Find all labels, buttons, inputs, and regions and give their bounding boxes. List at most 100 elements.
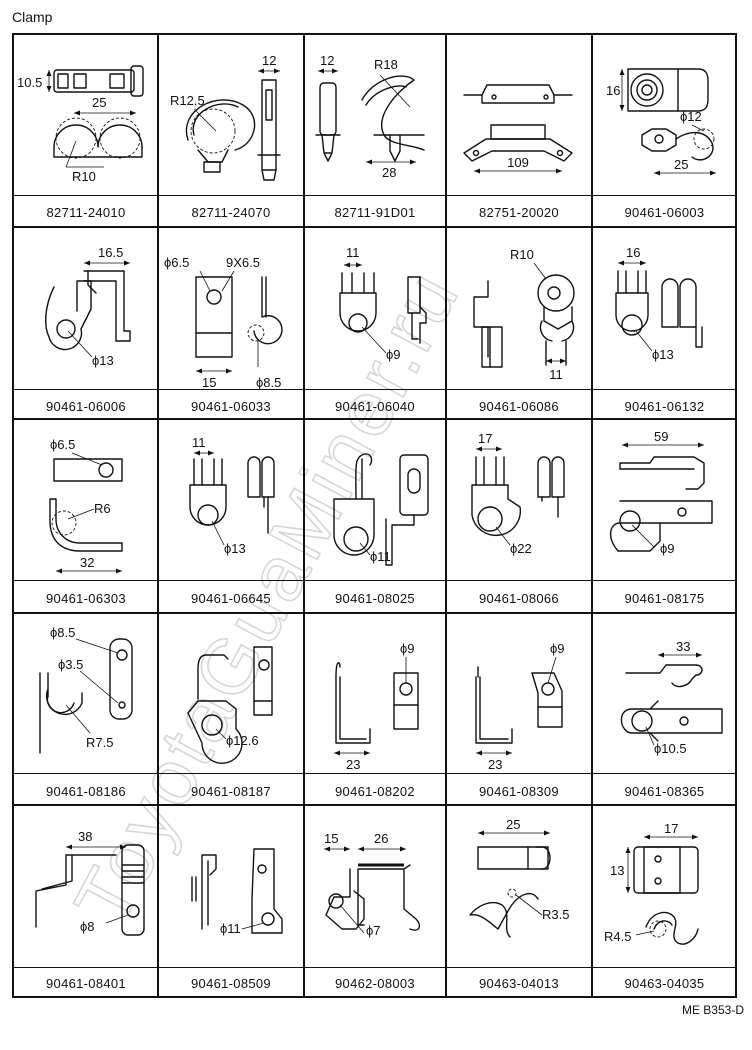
part-number-separator (14, 195, 735, 197)
dimension-label: ϕ10.5 (654, 741, 687, 756)
clamp-drawing: 11 ϕ13 (189, 435, 275, 556)
dimension-label: 12 (320, 53, 334, 68)
part-number: 90461-06003 (624, 205, 705, 220)
clamp-drawing: 23 ϕ9 (475, 641, 565, 772)
dimension-label: R7.5 (86, 735, 113, 750)
clamp-cell: R12.5 12 82711-24070 (158, 35, 304, 227)
dimension-label: 25 (506, 817, 520, 832)
clamp-drawing: ϕ8.5 ϕ3.5 R7.5 (39, 625, 133, 754)
dimension-label: R4.5 (604, 929, 631, 944)
dimension-label: 25 (674, 157, 688, 172)
clamp-cell: 38 ϕ8 90461-08401 (14, 805, 158, 998)
clamp-cell: 109 82751-20020 (446, 35, 592, 227)
dimension-label: ϕ6.5 (164, 255, 189, 270)
clamp-drawing: R12.5 12 (170, 53, 281, 181)
clamp-drawing: 11 ϕ9 (339, 245, 427, 362)
clamp-cell: ϕ12.6 90461-08187 (158, 613, 304, 805)
clamp-drawing: ϕ12.6 (187, 646, 273, 764)
dimension-label: 17 (478, 431, 492, 446)
clamp-cell: R10 11 90461-06086 (446, 227, 592, 419)
dimension-label: ϕ9 (550, 641, 565, 656)
part-number: 90461-06132 (624, 399, 705, 414)
dimension-label: ϕ11 (220, 921, 241, 936)
clamp-cell: 59 ϕ9 90461-08175 (592, 419, 737, 613)
dimension-label: 25 (92, 95, 106, 110)
dimension-label: 23 (488, 757, 502, 772)
dimension-label: 9X6.5 (226, 255, 260, 270)
grid-row-divider (14, 418, 735, 420)
dimension-label: ϕ12.6 (226, 733, 259, 748)
part-number: 90461-06086 (479, 399, 559, 414)
part-number: 82711-24070 (191, 205, 271, 220)
clamp-drawing: ϕ6.5 R6 32 (49, 437, 123, 574)
dimension-label: ϕ22 (510, 541, 532, 556)
dimension-label: 15 (324, 831, 338, 846)
part-number-separator (14, 967, 735, 969)
dimension-label: ϕ12 (680, 109, 702, 124)
clamp-drawing: 15 ϕ7 26 (324, 831, 421, 938)
part-number: 90461-06645 (191, 591, 271, 606)
clamp-drawing: 23 ϕ9 (334, 641, 419, 772)
dimension-label: 17 (664, 821, 678, 836)
part-number-separator (14, 773, 735, 775)
part-number: 90463-04035 (624, 976, 705, 991)
clamp-cell: 15 ϕ7 26 90462-08003 (304, 805, 446, 998)
clamp-drawing: R10 11 (473, 247, 575, 382)
dimension-label: 10.5 (17, 75, 42, 90)
dimension-label: 11 (549, 367, 563, 382)
dimension-label: ϕ13 (92, 353, 114, 368)
dimension-label: 59 (654, 429, 668, 444)
dimension-label: 33 (676, 639, 690, 654)
part-number: 82751-20020 (479, 205, 559, 220)
dimension-label: ϕ9 (386, 347, 401, 362)
clamp-drawing: 17 ϕ22 (471, 431, 565, 556)
clamp-cell: 23 ϕ9 90461-08202 (304, 613, 446, 805)
clamp-drawing: 59 ϕ9 (610, 429, 713, 556)
dimension-label: 28 (382, 165, 396, 180)
clamp-drawing: 38 ϕ8 (35, 829, 145, 936)
clamp-cell: 16.5 ϕ13 90461-06006 (14, 227, 158, 419)
part-number: 90461-08066 (479, 591, 559, 606)
clamp-drawing: 16.5 ϕ13 (45, 245, 131, 368)
part-number: 90461-08401 (46, 976, 126, 991)
part-number: 90461-06006 (46, 399, 126, 414)
dimension-label: R12.5 (170, 93, 205, 108)
grid-column-divider (591, 35, 593, 996)
dimension-label: ϕ8.5 (50, 625, 75, 640)
clamp-drawing: 33 ϕ10.5 (620, 639, 723, 756)
part-number: 90461-06303 (46, 591, 126, 606)
dimension-label: ϕ9 (660, 541, 675, 556)
part-number: 90461-08175 (624, 591, 705, 606)
part-number: 90461-08202 (335, 784, 415, 799)
clamp-drawing: 25 R3.5 (469, 817, 569, 938)
dimension-label: ϕ9 (400, 641, 415, 656)
clamp-drawing: 12 R18 28 (315, 53, 425, 180)
clamp-cell: 11 ϕ13 90461-06645 (158, 419, 304, 613)
dimension-label: 38 (78, 829, 92, 844)
dimension-label: 13 (610, 863, 624, 878)
dimension-label: ϕ7 (366, 923, 381, 938)
dimension-label: 11 (346, 245, 360, 260)
clamp-cell: 11 ϕ9 90461-06040 (304, 227, 446, 419)
page-title: Clamp (12, 9, 53, 25)
dimension-label: R18 (374, 57, 398, 72)
clamp-cell: 17 ϕ22 90461-08066 (446, 419, 592, 613)
grid-column-divider (445, 35, 447, 996)
part-number: 90462-08003 (335, 976, 415, 991)
clamp-cell: 17 13 R4.5 90463-04035 (592, 805, 737, 998)
clamp-drawing: 16 ϕ12 25 (606, 68, 716, 176)
part-number: 90461-06033 (191, 399, 271, 414)
dimension-label: 109 (507, 155, 529, 170)
part-number-separator (14, 580, 735, 582)
dimension-label: R10 (510, 247, 534, 262)
grid-row-divider (14, 612, 735, 614)
clamp-drawing: 17 13 R4.5 (604, 821, 699, 945)
grid-row-divider (14, 226, 735, 228)
part-number-separator (14, 389, 735, 391)
part-number: 90461-08365 (624, 784, 705, 799)
